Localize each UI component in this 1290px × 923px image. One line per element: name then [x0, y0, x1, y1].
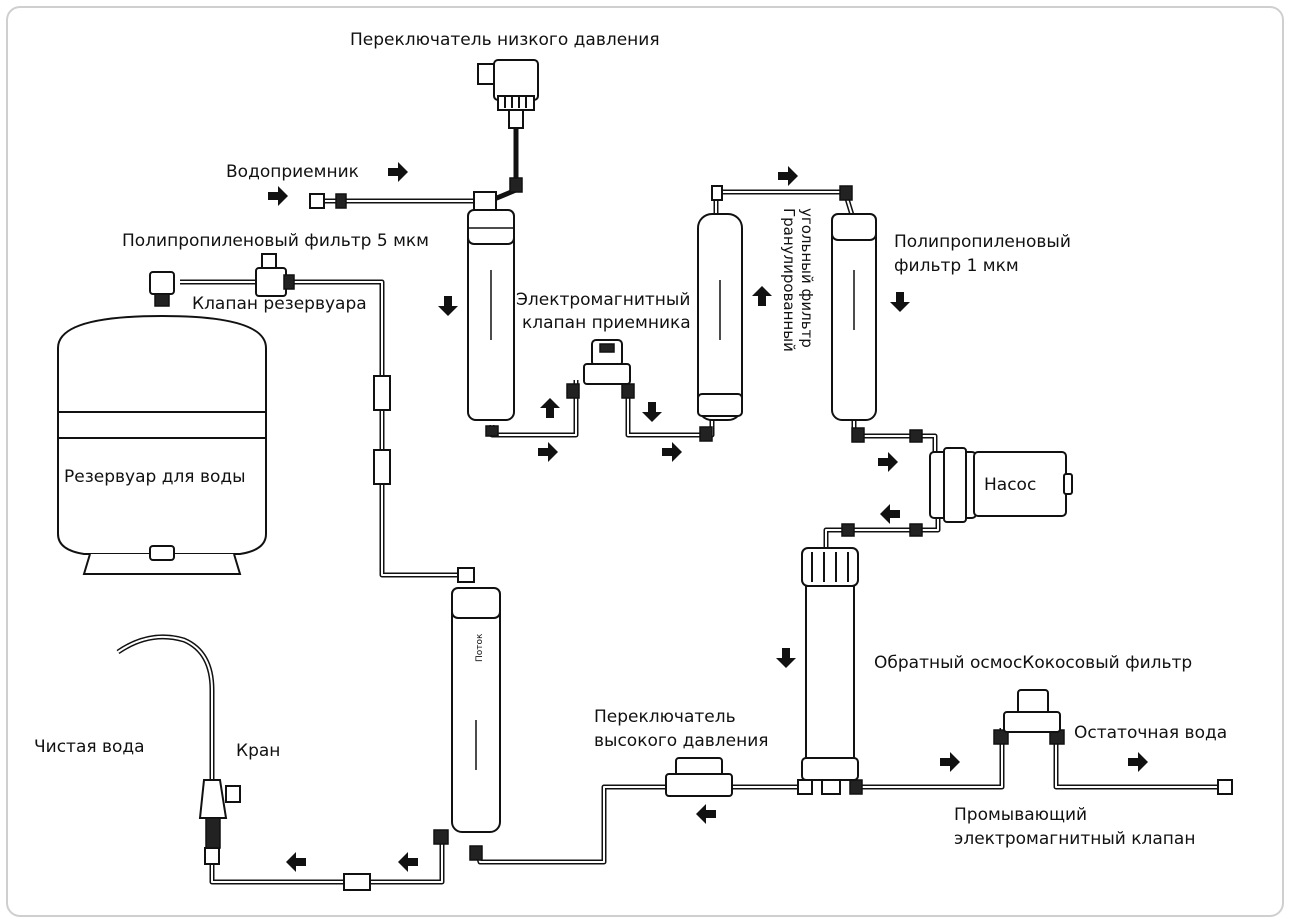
inlet-solenoid-valve	[583, 339, 631, 385]
arrow-left-icon	[696, 804, 716, 824]
label-pp-filter-1-line2: фильтр 1 мкм	[894, 256, 1019, 276]
granular-carbon-filter	[697, 213, 743, 421]
pump	[929, 447, 1073, 523]
flow-filter	[451, 587, 501, 833]
highpressure-to-flow-tube	[473, 784, 666, 865]
label-faucet: Кран	[236, 741, 280, 761]
arrow-down-icon	[438, 296, 458, 316]
arrow-left-icon	[880, 504, 900, 524]
arrow-up-icon	[752, 286, 772, 306]
label-flow: Поток	[475, 633, 485, 662]
flush-solenoid-valve	[1003, 689, 1061, 733]
arrow-right-icon	[388, 162, 408, 182]
label-high-pressure-1: Переключатель	[594, 707, 736, 727]
label-low-pressure-switch: Переключатель низкого давления	[350, 30, 660, 50]
flow-arrows	[268, 162, 1148, 872]
label-water-inlet: Водоприемник	[226, 162, 359, 182]
labels: Переключатель низкого давления Водоприем…	[34, 30, 1227, 849]
label-flush-solenoid-2: электромагнитный клапан	[954, 829, 1195, 849]
label-granular-carbon-2: угольный фильтр	[798, 208, 816, 348]
arrow-right-icon	[538, 442, 558, 462]
label-high-pressure-2: высокого давления	[594, 731, 769, 751]
label-granular-carbon-1: Гранулированный	[780, 208, 798, 352]
label-water-tank: Резервуар для воды	[64, 467, 246, 487]
arrow-right-icon	[778, 166, 798, 186]
label-tank-valve: Клапан резервуара	[192, 294, 367, 314]
label-inlet-solenoid-2: клапан приемника	[522, 313, 691, 333]
label-ro-coconut: Обратный осмосКокосовый фильтр	[874, 653, 1192, 673]
label-clean-water: Чистая вода	[34, 737, 145, 757]
arrow-right-icon	[662, 442, 682, 462]
arrow-down-icon	[776, 648, 796, 668]
pp-filter-5um	[467, 209, 515, 421]
arrow-right-icon	[940, 752, 960, 772]
arrow-up-icon	[540, 398, 560, 418]
water-tank	[57, 314, 267, 575]
arrow-right-icon	[878, 452, 898, 472]
pp-filter-1um	[831, 213, 877, 421]
arrow-down-icon	[642, 402, 662, 422]
low-pressure-switch	[477, 59, 539, 129]
arrow-right-icon	[268, 186, 288, 206]
label-pp-filter-1-line1: Полипропиленовый	[894, 232, 1071, 252]
ro-to-waste-tube	[858, 728, 1005, 790]
label-waste-water: Остаточная вода	[1074, 723, 1227, 743]
arrow-right-icon	[1128, 752, 1148, 772]
high-pressure-switch	[665, 757, 733, 797]
faucet	[116, 634, 241, 849]
arrow-down-icon	[890, 292, 910, 312]
label-inlet-solenoid-1: Электромагнитный	[516, 290, 690, 310]
label-flush-solenoid-1: Промывающий	[954, 805, 1087, 825]
fittings	[204, 177, 1233, 891]
arrow-left-icon	[286, 852, 306, 872]
ro-membrane-filter	[801, 547, 859, 781]
diagram-frame	[6, 6, 1284, 917]
label-pp-filter-5: Полипропиленовый фильтр 5 мкм	[122, 231, 429, 251]
arrow-left-icon	[398, 852, 418, 872]
label-pump: Насос	[984, 475, 1036, 495]
tank-valve	[149, 253, 295, 307]
